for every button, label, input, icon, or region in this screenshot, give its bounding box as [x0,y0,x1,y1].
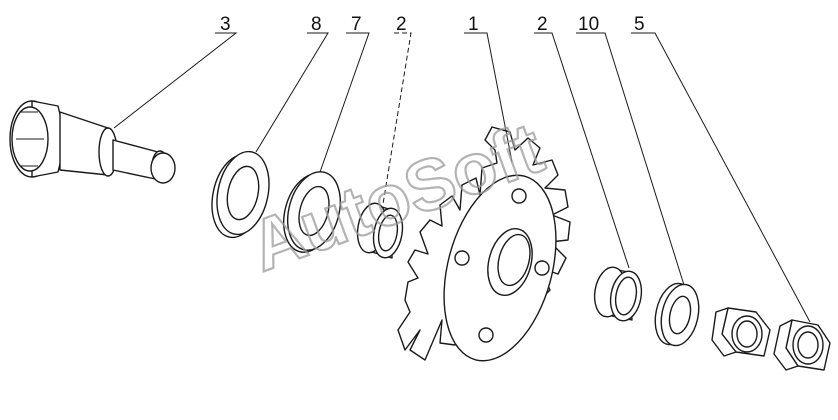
leader-2-right [534,32,630,269]
callout-10: 10 [578,14,599,35]
part-5-hex-nut [773,319,831,371]
part-1-sprocket [397,126,571,362]
callout-3: 3 [220,14,231,35]
part-2-bushing-right [593,266,643,322]
callout-2-right: 2 [537,14,548,35]
hex-nut-inner [711,307,771,357]
part-2-bushing-left [356,202,404,259]
part-7-washer [283,171,341,253]
leader-2-left [382,32,412,205]
callout-2-left: 2 [396,14,407,35]
leader-lines [113,32,811,323]
callout-5: 5 [634,14,645,35]
part-10-washer [654,282,700,347]
leader-3 [113,32,238,129]
leader-7 [319,32,370,173]
callout-1: 1 [468,14,479,35]
leader-10 [576,32,685,286]
callout-7: 7 [351,14,362,35]
part-8-washer [211,150,270,239]
callout-8: 8 [311,14,322,35]
leader-1 [464,32,513,163]
leader-5 [631,32,811,323]
part-3-bolt [9,100,176,184]
leader-8 [255,32,329,153]
